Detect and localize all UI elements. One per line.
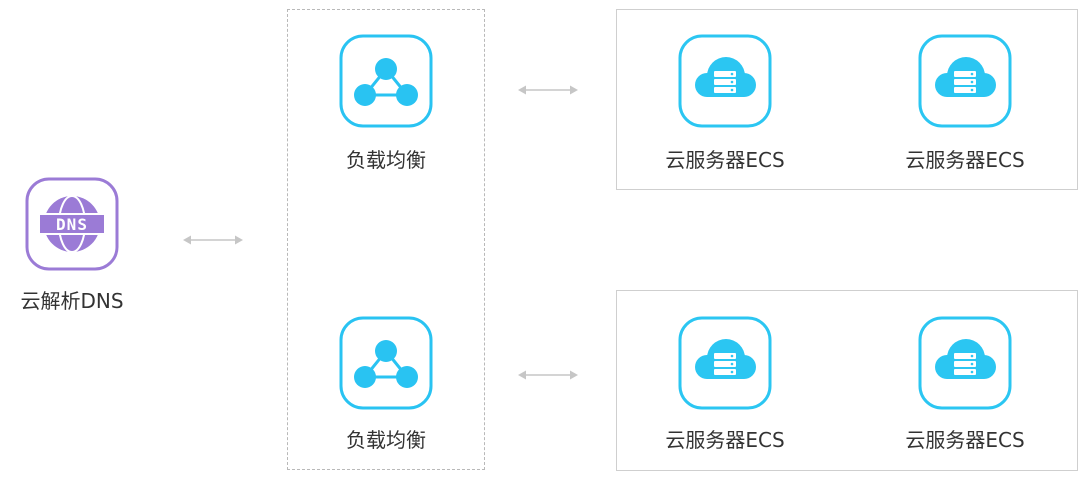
dns-icon: DNS bbox=[24, 176, 120, 272]
load-balancer-label: 负载均衡 bbox=[346, 428, 426, 452]
cloud-server-icon bbox=[917, 33, 1013, 129]
load-balancer-label: 负载均衡 bbox=[346, 148, 426, 172]
dns-label: 云解析DNS bbox=[20, 289, 124, 313]
cloud-server-label: 云服务器ECS bbox=[905, 148, 1025, 172]
lb-ecs-connector bbox=[518, 369, 578, 381]
cloud-server-icon bbox=[677, 33, 773, 129]
dns-lb-connector bbox=[183, 234, 243, 246]
ecs-group bbox=[616, 9, 1078, 190]
dns-icon-text: DNS bbox=[56, 215, 88, 234]
cloud-server-label: 云服务器ECS bbox=[665, 428, 785, 452]
cloud-server-label: 云服务器ECS bbox=[665, 148, 785, 172]
lb-ecs-connector bbox=[518, 84, 578, 96]
cloud-server-icon bbox=[677, 315, 773, 411]
ecs-group bbox=[616, 290, 1078, 471]
load-balancer-icon bbox=[338, 33, 434, 129]
load-balancer-group bbox=[287, 9, 485, 470]
cloud-server-label: 云服务器ECS bbox=[905, 428, 1025, 452]
load-balancer-icon bbox=[338, 315, 434, 411]
cloud-server-icon bbox=[917, 315, 1013, 411]
